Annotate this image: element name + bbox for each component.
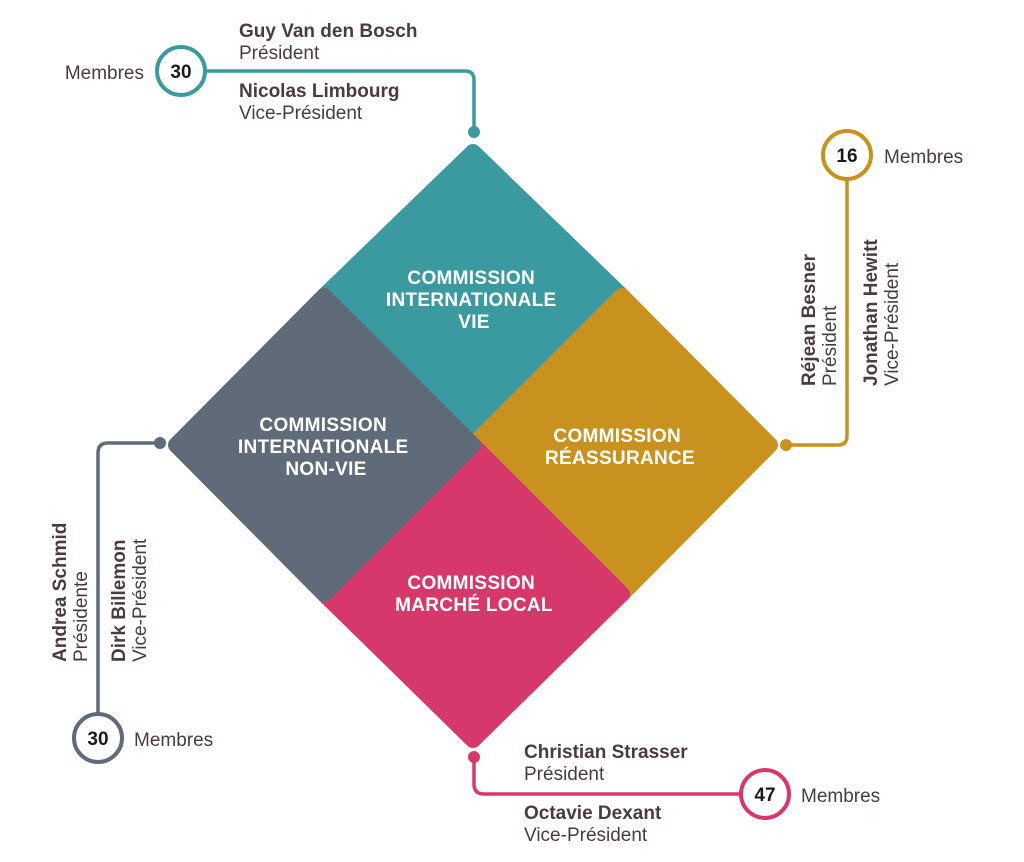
member-count-non-vie: 30 — [87, 729, 108, 750]
label-reassurance: COMMISSION RÉASSURANCE — [545, 426, 695, 469]
connector-reassurance — [786, 155, 849, 447]
vice-name-vie: Nicolas Limbourg — [239, 81, 399, 102]
member-count-vie: 30 — [170, 62, 191, 83]
label-marche-local: COMMISSION MARCHÉ LOCAL — [395, 573, 553, 616]
connector-marche-local — [472, 757, 765, 796]
member-count-circle-vie — [155, 45, 207, 97]
label-non-vie: COMMISSION INTERNATIONALE NON-VIE — [238, 415, 414, 480]
member-count-marche-local: 47 — [754, 785, 775, 806]
vice-role-vie: Vice-Président — [239, 103, 363, 124]
vice-name-non-vie: Dirk Billemon — [109, 540, 130, 662]
president-name-reassurance: Réjean Besner — [799, 253, 820, 386]
president-role-vie: Président — [239, 43, 320, 64]
member-count-circle-reassurance — [821, 129, 873, 181]
president-role-marche-local: Président — [524, 764, 605, 785]
connector-vie — [181, 69, 476, 132]
endpoint-dot-marche-local — [468, 751, 480, 763]
president-role-non-vie: Présidente — [71, 571, 92, 662]
president-name-marche-local: Christian Strasser — [524, 742, 688, 763]
president-role-reassurance: Président — [820, 305, 841, 386]
connector-non-vie — [96, 441, 160, 738]
endpoint-dot-reassurance — [780, 439, 792, 451]
president-name-vie: Guy Van den Bosch — [239, 21, 417, 42]
member-count-circle-marche-local — [739, 768, 791, 820]
vice-role-reassurance: Vice-Président — [882, 262, 903, 386]
member-count-reassurance: 16 — [836, 146, 857, 167]
members-label-marche-local: Membres — [801, 786, 880, 807]
member-count-circle-non-vie — [72, 712, 124, 764]
president-name-non-vie: Andrea Schmid — [50, 523, 71, 662]
vice-role-non-vie: Vice-Président — [130, 538, 151, 662]
members-label-non-vie: Membres — [134, 730, 213, 751]
label-vie: COMMISSION INTERNATIONALE VIE — [386, 268, 562, 333]
vice-name-marche-local: Octavie Dexant — [524, 803, 662, 824]
members-label-vie: Membres — [65, 63, 144, 84]
endpoint-dot-vie — [468, 126, 480, 138]
endpoint-dot-non-vie — [154, 437, 166, 449]
vice-role-marche-local: Vice-Président — [524, 825, 648, 846]
members-label-reassurance: Membres — [884, 147, 963, 168]
quadrant-non-vie — [168, 288, 481, 602]
vice-name-reassurance: Jonathan Hewitt — [861, 239, 882, 386]
